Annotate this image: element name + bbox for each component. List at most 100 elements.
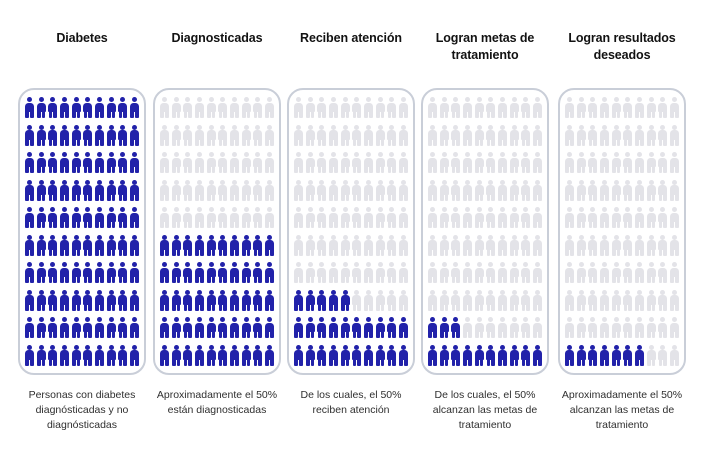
person-icon-inactive (375, 179, 385, 201)
pictogram-row (160, 97, 274, 118)
person-icon-inactive (387, 207, 397, 229)
person-icon-active (317, 344, 327, 366)
person-icon-inactive (474, 234, 484, 256)
pictogram-row (565, 289, 679, 311)
person-icon-active (264, 289, 274, 311)
person-icon-active (229, 344, 239, 366)
person-icon-inactive (439, 234, 449, 256)
person-icon-inactive (623, 124, 633, 146)
person-icon-active (59, 344, 69, 366)
person-icon-inactive (194, 97, 204, 118)
person-icon-active (206, 289, 216, 311)
person-icon-active (363, 344, 373, 366)
person-icon-inactive (183, 207, 193, 229)
person-icon-active (340, 317, 350, 339)
person-icon-active (71, 124, 81, 146)
person-icon-active (317, 289, 327, 311)
person-icon-inactive (565, 207, 574, 229)
person-icon-inactive (497, 262, 507, 284)
person-icon-inactive (669, 344, 679, 366)
person-icon-active (129, 262, 139, 284)
person-icon-inactive (565, 179, 574, 201)
person-icon-active (94, 234, 104, 256)
person-icon-inactive (611, 317, 621, 339)
person-icon-active (340, 289, 350, 311)
person-icon-active (71, 97, 81, 118)
person-icon-inactive (264, 124, 274, 146)
person-icon-active (83, 344, 93, 366)
person-icon-inactive (509, 97, 519, 118)
person-icon-active (94, 344, 104, 366)
person-icon-inactive (565, 262, 574, 284)
person-icon-inactive (474, 124, 484, 146)
person-icon-active (59, 234, 69, 256)
person-icon-active (59, 179, 69, 201)
person-icon-active (106, 262, 116, 284)
person-icon-active (129, 234, 139, 256)
pictogram-row (25, 179, 139, 201)
person-icon-inactive (363, 289, 373, 311)
person-icon-inactive (532, 97, 542, 118)
person-icon-inactive (328, 207, 338, 229)
person-icon-inactive (375, 262, 385, 284)
person-icon-inactive (486, 317, 496, 339)
pictogram-row (294, 317, 408, 339)
person-icon-active (171, 262, 181, 284)
person-icon-active (36, 207, 46, 229)
person-icon-inactive (253, 124, 263, 146)
person-icon-inactive (317, 207, 327, 229)
person-icon-inactive (634, 207, 644, 229)
person-icon-active (588, 344, 598, 366)
person-icon-inactive (669, 234, 679, 256)
person-icon-inactive (171, 179, 181, 201)
person-icon-active (118, 179, 128, 201)
person-icon-active (129, 97, 139, 118)
person-icon-active (387, 317, 397, 339)
person-icon-inactive (398, 97, 408, 118)
person-icon-active (486, 344, 496, 366)
person-icon-active (264, 317, 274, 339)
person-icon-active (451, 344, 461, 366)
person-icon-inactive (352, 207, 362, 229)
person-icon-active (229, 289, 239, 311)
pictogram-row (25, 317, 139, 339)
person-icon-active (340, 344, 350, 366)
person-icon-inactive (398, 289, 408, 311)
person-icon-inactive (375, 234, 385, 256)
person-icon-active (59, 262, 69, 284)
person-icon-inactive (317, 179, 327, 201)
person-icon-active (160, 262, 169, 284)
person-icon-active (48, 124, 58, 146)
pictogram-row (294, 152, 408, 174)
person-icon-inactive (398, 152, 408, 174)
person-icon-inactive (218, 179, 228, 201)
person-icon-inactive (317, 152, 327, 174)
person-icon-inactive (398, 207, 408, 229)
person-icon-active (71, 152, 81, 174)
person-icon-active (305, 317, 315, 339)
person-icon-inactive (588, 262, 598, 284)
person-icon-active (25, 262, 34, 284)
person-icon-inactive (253, 179, 263, 201)
person-icon-inactive (439, 207, 449, 229)
person-icon-active (462, 344, 472, 366)
person-icon-active (521, 344, 531, 366)
person-icon-inactive (206, 152, 216, 174)
person-icon-inactive (486, 262, 496, 284)
person-icon-inactive (363, 262, 373, 284)
person-icon-active (106, 97, 116, 118)
panel-title: Logran metas de tratamiento (435, 31, 535, 62)
person-icon-active (171, 344, 181, 366)
person-icon-active (25, 124, 34, 146)
person-icon-inactive (171, 124, 181, 146)
person-icon-inactive (305, 207, 315, 229)
person-icon-inactive (305, 97, 315, 118)
pictogram-panel (18, 88, 146, 375)
pictogram-row (294, 344, 408, 366)
person-icon-inactive (588, 234, 598, 256)
person-icon-inactive (599, 179, 609, 201)
person-icon-inactive (428, 289, 437, 311)
person-icon-inactive (428, 234, 437, 256)
